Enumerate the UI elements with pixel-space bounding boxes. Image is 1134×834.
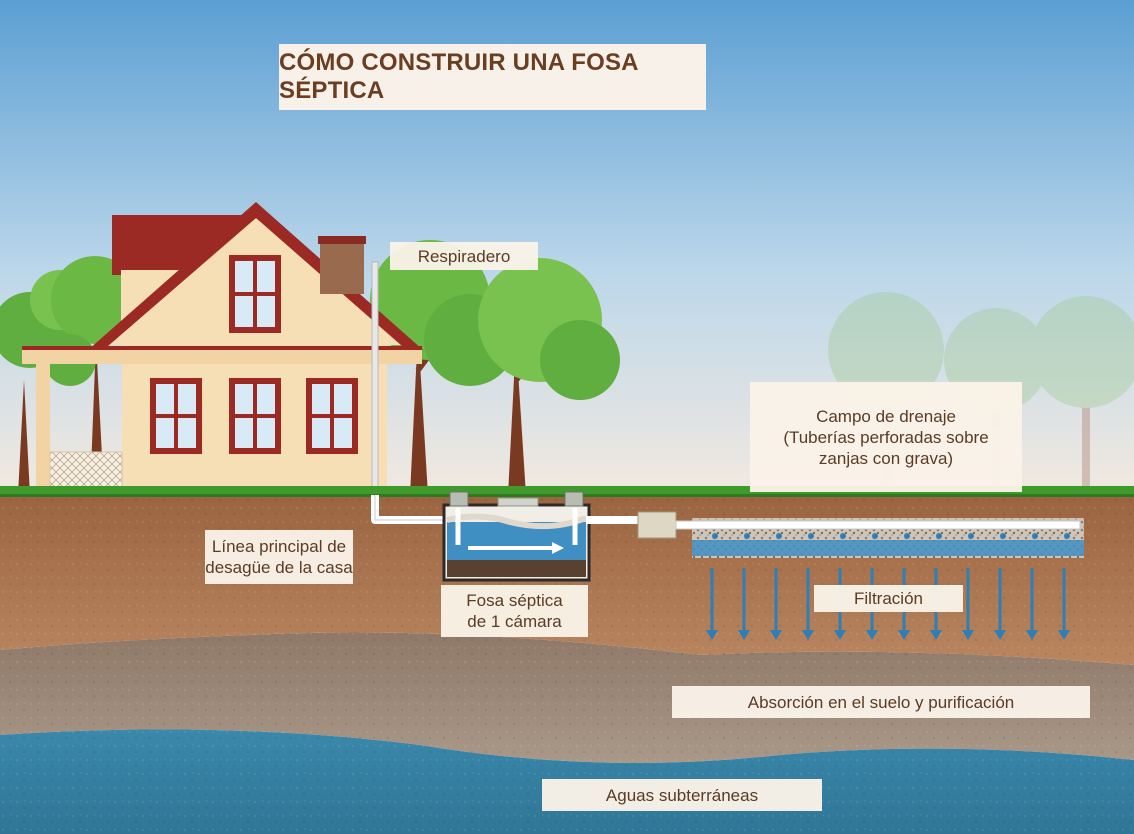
house xyxy=(22,202,423,493)
groundwater-label: Aguas subterráneas xyxy=(542,779,822,811)
grass xyxy=(0,486,1134,496)
main-drain-label-line2: desagüe de la casa xyxy=(205,558,353,577)
septic-tank xyxy=(442,491,591,582)
tank-label: Fosa séptica de 1 cámara xyxy=(441,585,588,637)
distribution-box xyxy=(637,511,677,539)
tank-label-line1: Fosa séptica xyxy=(466,591,563,610)
main-drain-label: Línea principal de desagüe de la casa xyxy=(205,530,353,584)
drain-field xyxy=(675,518,1084,558)
vent-label: Respiradero xyxy=(390,242,538,270)
drain-field-label: Campo de drenaje (Tuberías perforadas so… xyxy=(750,382,1022,492)
filtration-arrows xyxy=(706,568,1070,640)
page-title: CÓMO CONSTRUIR UNA FOSA SÉPTICA xyxy=(279,44,706,110)
drain-field-label-line2: (Tuberías perforadas sobre xyxy=(783,427,989,447)
drain-field-label-line3: zanjas con grava) xyxy=(818,448,954,468)
filtration-label: Filtración xyxy=(814,585,963,612)
absorption-label: Absorción en el suelo y purificación xyxy=(672,686,1090,718)
main-drain-label-line1: Línea principal de xyxy=(211,537,347,556)
tank-label-line2: de 1 cámara xyxy=(467,612,562,631)
drain-field-label-line1: Campo de drenaje xyxy=(816,406,956,426)
